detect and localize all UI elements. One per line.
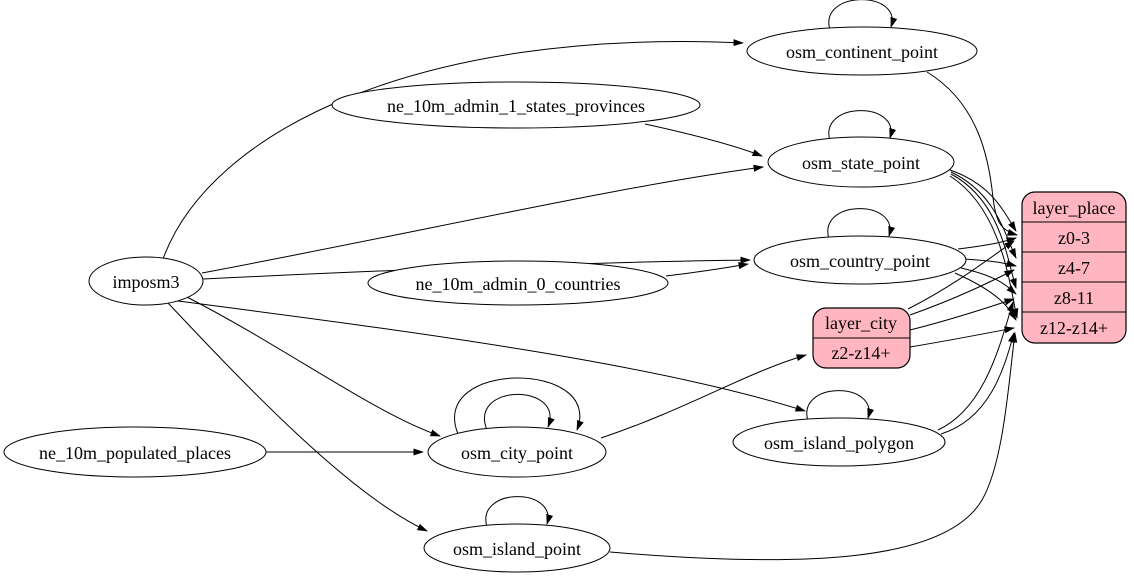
osm_country_point-label: osm_country_point — [790, 251, 930, 271]
ne_10m_admin_1_states_provinces-shape — [331, 81, 701, 129]
layer_place-row-z12-z14: z12-z14+ — [1040, 318, 1108, 338]
node-osm_country_point: osm_country_point — [753, 235, 967, 285]
ne_10m_admin_0_countries-label: ne_10m_admin_0_countries — [416, 274, 621, 294]
edge-ne_10m_admin_0_countries-osm_country_point — [665, 262, 749, 277]
edge-imposm3-osm_island_polygon — [177, 300, 806, 412]
layer_city-row-z2-z14: z2-z14+ — [831, 343, 890, 363]
osm_city_point-shape — [427, 426, 607, 478]
record-layer_place: layer_place z0-3 z4-7 z8-11 z12-z14+ — [1021, 191, 1127, 344]
node-osm_state_point: osm_state_point — [767, 136, 955, 188]
osm_city_point-label: osm_city_point — [461, 443, 573, 463]
selfloop-osm_city_point-inner — [484, 393, 555, 431]
edge-osm_island_polygon-layer_place-z8-11 — [937, 301, 1014, 431]
edge-layer_city-layer_place-z12-z14 — [909, 326, 1015, 348]
edge-osm_city_point-layer_city-z2-z14 — [600, 354, 807, 439]
edge-osm_state_point-layer_place-z8-11 — [950, 173, 1017, 289]
node-ne_10m_admin_1_states_provinces: ne_10m_admin_1_states_provinces — [331, 81, 701, 129]
node-osm_island_polygon: osm_island_polygon — [732, 417, 946, 467]
edge-osm_state_point-layer_place-z12-z14 — [949, 175, 1019, 319]
layer_place-title: layer_place — [1033, 198, 1116, 218]
layer_place-row-z8-11: z8-11 — [1054, 288, 1094, 308]
layer_city-title: layer_city — [825, 313, 897, 333]
osm_island_polygon-shape — [732, 417, 946, 467]
edge-osm_country_point-layer_place-z0-3 — [957, 237, 1017, 250]
selfloop-osm_country_point — [827, 208, 896, 240]
ne_10m_admin_0_countries-shape — [367, 260, 669, 306]
osm_continent_point-label: osm_continent_point — [786, 42, 938, 62]
selfloop-osm_island_point — [485, 496, 554, 528]
layer_place-row-z4-7: z4-7 — [1058, 258, 1090, 278]
osm_country_point-shape — [753, 235, 967, 285]
osm_continent_point-shape — [746, 26, 978, 76]
selfloop-osm_city_point-outer — [454, 377, 584, 435]
edge-osm_island_polygon-layer_place-z12-z14 — [940, 332, 1015, 435]
edge-osm_country_point-layer_place-z8-11 — [960, 267, 1017, 295]
selfloop-osm_state_point — [828, 110, 897, 142]
osm_island_polygon-label: osm_island_polygon — [764, 433, 914, 453]
imposm3-label: imposm3 — [112, 272, 179, 292]
edge-osm_island_point-layer_place-z12-z14 — [609, 332, 1018, 561]
osm_state_point-shape — [767, 136, 955, 188]
edge-imposm3-osm_continent_point — [162, 39, 744, 260]
imposm3-shape — [88, 256, 204, 306]
edge-imposm3-osm_state_point — [201, 164, 764, 274]
node-osm_continent_point: osm_continent_point — [746, 26, 978, 76]
osm_state_point-label: osm_state_point — [802, 153, 920, 173]
edge-ne_10m_admin_1_states_provinces-osm_state_point — [644, 123, 763, 157]
osm_island_point-shape — [423, 523, 611, 573]
record-layer_city: layer_city z2-z14+ — [812, 307, 911, 369]
node-osm_city_point: osm_city_point — [427, 426, 607, 478]
edge-osm_country_point-layer_place-z12-z14 — [954, 272, 1017, 321]
edge-layer_city-layer_place-z0-3 — [907, 240, 1015, 310]
layer_place-row-z0-3: z0-3 — [1058, 228, 1090, 248]
edge-imposm3-osm_island_point — [167, 302, 428, 532]
edge-layer_city-layer_place-z8-11 — [909, 298, 1015, 331]
edge-layer_city-layer_place-z4-7 — [909, 269, 1015, 316]
osm_island_point-label: osm_island_point — [453, 539, 581, 559]
node-osm_island_point: osm_island_point — [423, 523, 611, 573]
selfloop-osm_continent_point — [828, 0, 898, 31]
layer_place-shape — [1021, 191, 1127, 344]
edge-imposm3-osm_city_point — [184, 295, 441, 437]
ne_10m_populated_places-shape — [3, 426, 267, 478]
ne_10m_admin_1_states_provinces-label: ne_10m_admin_1_states_provinces — [387, 96, 645, 116]
edge-osm_state_point-layer_place-z0-3 — [949, 169, 1017, 232]
edge-osm_country_point-layer_place-z4-7 — [963, 258, 1017, 267]
ne_10m_populated_places-label: ne_10m_populated_places — [39, 443, 231, 463]
selfloop-osm_island_polygon — [806, 390, 875, 422]
node-ne_10m_admin_0_countries: ne_10m_admin_0_countries — [367, 260, 669, 306]
node-ne_10m_populated_places: ne_10m_populated_places — [3, 426, 267, 478]
node-imposm3: imposm3 — [88, 256, 204, 306]
